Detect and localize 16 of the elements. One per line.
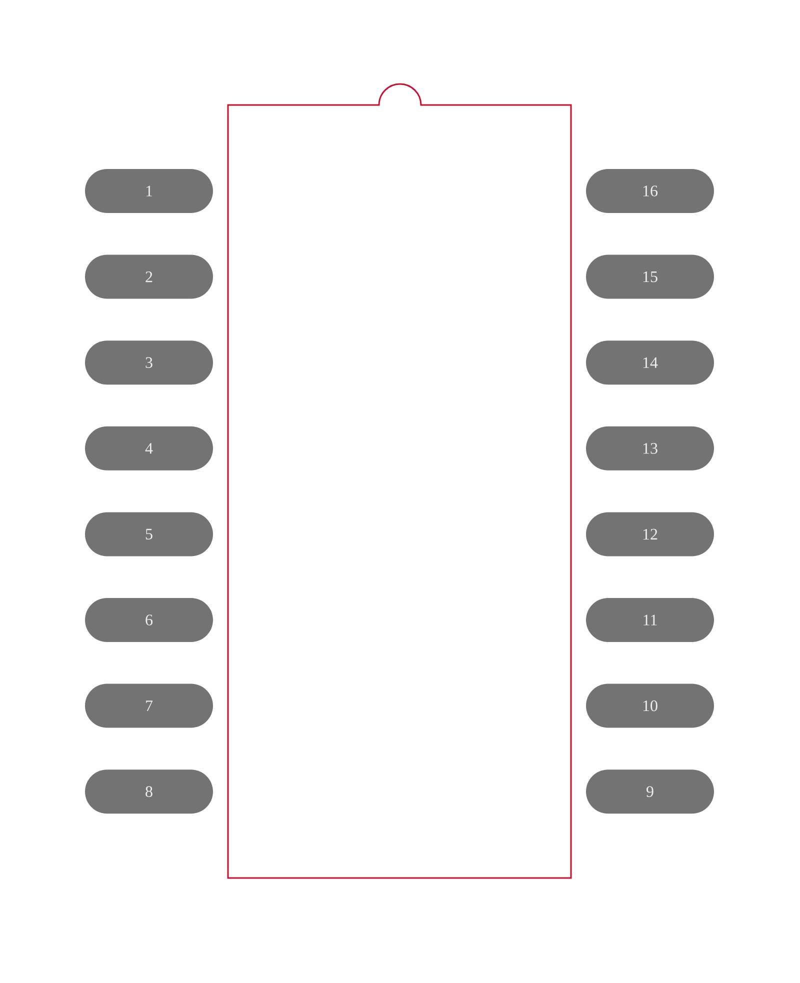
pad: 15 [586,254,714,299]
pad: 10 [586,684,714,728]
pad: 2 [85,254,213,299]
pad: 11 [586,598,714,642]
pad: 9 [586,770,714,814]
pad: 3 [85,340,213,385]
pad: 14 [586,340,714,385]
pad: 16 [586,169,714,213]
pad: 6 [85,598,213,642]
pad: 8 [85,770,213,814]
pad: 1 [85,169,213,213]
pad: 7 [85,684,213,728]
pad: 5 [85,512,213,556]
pad: 12 [586,512,714,556]
pad: 13 [586,426,714,470]
pad: 4 [85,426,213,470]
